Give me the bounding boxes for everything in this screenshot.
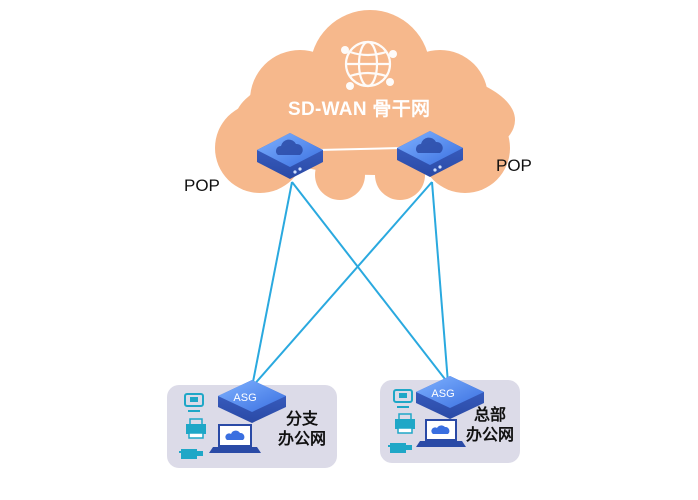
- hq-device-label: ASG: [431, 388, 454, 400]
- hq-office-label: 总部 办公网: [466, 406, 514, 446]
- branch-office-line2: 办公网: [278, 431, 327, 448]
- backbone-title: SD-WAN 骨干网: [288, 99, 431, 120]
- pop-device-2: [397, 131, 463, 177]
- cloud-server-icon: [276, 139, 303, 155]
- hq-endpoints: [388, 389, 415, 453]
- phone-icon: [393, 389, 413, 408]
- printer-icon: [186, 418, 206, 439]
- hq-office-line1: 总部: [474, 407, 507, 424]
- folder-icon: [388, 443, 412, 453]
- link-pop2-hq: [431, 181, 449, 384]
- hq-office-line2: 办公网: [466, 427, 515, 444]
- link-pop1-branch: [251, 181, 293, 388]
- branch-endpoints: [179, 393, 206, 459]
- globe-icon: [341, 40, 397, 90]
- pop-device-1: [257, 133, 323, 179]
- branch-office-line1: 分支: [286, 411, 319, 428]
- cloud-server-icon: [416, 137, 443, 153]
- pop-label-right: POP: [496, 156, 532, 175]
- asg-router-icon: ASG: [416, 376, 484, 419]
- folder-icon: [179, 449, 203, 459]
- printer-icon: [395, 413, 415, 434]
- pop-label-left: POP: [184, 176, 220, 195]
- laptop-icon: [209, 424, 261, 453]
- link-pop2-branch: [251, 181, 433, 388]
- links: [251, 181, 449, 388]
- laptop-icon: [416, 419, 466, 447]
- phone-icon: [184, 393, 204, 412]
- asg-router-icon: ASG: [218, 380, 286, 423]
- backbone-link: [317, 147, 401, 151]
- branch-device-label: ASG: [233, 392, 256, 404]
- branch-office-label: 分支 办公网: [278, 410, 326, 450]
- link-pop1-hq: [291, 181, 449, 384]
